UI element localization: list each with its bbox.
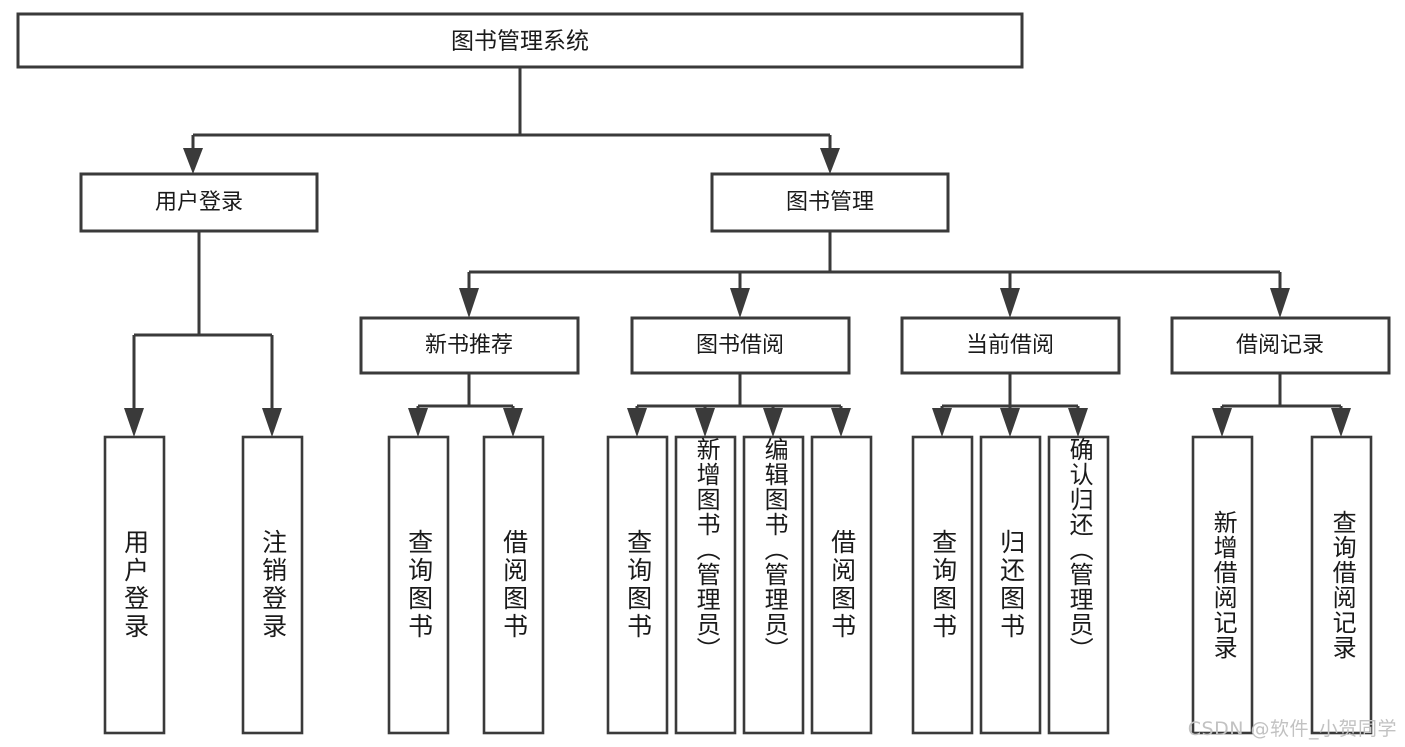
arrow-leaf-book-borrow-1 [627, 408, 647, 437]
node-user-login-box[interactable] [79, 172, 319, 233]
node-book-borrow-label: 图书借阅 [696, 333, 784, 358]
arrow-leaf-borrow-record-2 [1331, 408, 1351, 437]
arrow-leaf-book-borrow-2 [695, 408, 715, 437]
leaf-box-user-login-2[interactable] [241, 435, 304, 735]
node-new-book-recommend[interactable]: 新书推荐 [359, 316, 580, 375]
node-borrow-record[interactable]: 借阅记录 [1170, 316, 1391, 375]
leaf-box-current-borrow-3[interactable] [1047, 435, 1110, 735]
arrow-leaf-user-login-1 [124, 408, 144, 437]
arrow-to-book-manage [820, 148, 840, 174]
arrow-leaf-current-borrow-3 [1068, 408, 1088, 437]
node-borrow-record-label: 借阅记录 [1236, 333, 1324, 358]
leaf-box-layer [103, 435, 1373, 735]
node-book-manage[interactable]: 图书管理 [710, 172, 950, 233]
csdn-watermark: CSDN @软件_小贺同学 [1187, 718, 1397, 740]
leaf-box-current-borrow-1[interactable] [911, 435, 974, 735]
arrow-leaf-borrow-record-1 [1212, 408, 1232, 437]
arrow-to-borrow-record [1270, 288, 1290, 318]
arrow-leaf-current-borrow-2 [1000, 408, 1020, 437]
node-current-borrow[interactable]: 当前借阅 [900, 316, 1121, 375]
node-current-borrow-label: 当前借阅 [966, 333, 1054, 358]
node-book-borrow-box[interactable] [630, 316, 851, 375]
node-book-manage-box[interactable] [710, 172, 950, 233]
arrow-leaf-new-book-1 [408, 408, 428, 437]
leaf-box-new-book-1[interactable] [387, 435, 450, 735]
leaf-box-book-borrow-3[interactable] [742, 435, 805, 735]
leaf-box-new-book-2[interactable] [482, 435, 545, 735]
arrow-leaf-book-borrow-4 [831, 408, 851, 437]
node-borrow-record-box[interactable] [1170, 316, 1391, 375]
node-current-borrow-box[interactable] [900, 316, 1121, 375]
node-root-label: 图书管理系统 [451, 29, 589, 55]
node-root[interactable]: 图书管理系统 [16, 12, 1024, 69]
arrow-leaf-new-book-2 [503, 408, 523, 437]
arrow-to-new-book [459, 288, 479, 318]
arrow-to-user-login [183, 148, 203, 174]
leaf-box-book-borrow-1[interactable] [606, 435, 669, 735]
leaf-box-book-borrow-2[interactable] [674, 435, 737, 735]
connector-layer [124, 67, 1351, 437]
node-user-login[interactable]: 用户登录 [79, 172, 319, 233]
node-new-book-recommend-box[interactable] [359, 316, 580, 375]
node-new-book-recommend-label: 新书推荐 [425, 333, 513, 358]
arrow-to-current-borrow [1000, 288, 1020, 318]
leaf-box-user-login-1[interactable] [103, 435, 166, 735]
arrow-leaf-user-login-2 [262, 408, 282, 437]
node-user-login-label: 用户登录 [155, 190, 243, 215]
node-book-manage-label: 图书管理 [786, 190, 874, 215]
node-book-borrow[interactable]: 图书借阅 [630, 316, 851, 375]
arrow-leaf-book-borrow-3 [763, 408, 783, 437]
leaf-box-borrow-record-2[interactable] [1310, 435, 1373, 735]
arrow-leaf-current-borrow-1 [932, 408, 952, 437]
node-root-box[interactable] [16, 12, 1024, 69]
leaf-box-book-borrow-4[interactable] [810, 435, 873, 735]
arrow-to-book-borrow [730, 288, 750, 318]
leaf-box-borrow-record-1[interactable] [1191, 435, 1254, 735]
leaf-box-current-borrow-2[interactable] [979, 435, 1042, 735]
